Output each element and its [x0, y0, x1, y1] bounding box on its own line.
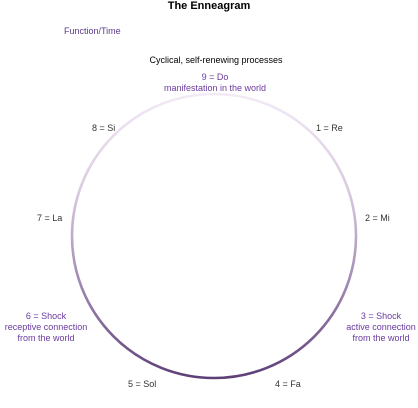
point-3-name: 3 = Shock: [360, 311, 402, 321]
circle-outline: [70, 92, 358, 380]
point-2-label: 2 = Mi: [365, 213, 390, 223]
point-6-description-2: from the world: [17, 333, 75, 343]
point-3-description: active connection: [346, 322, 416, 332]
diagram-subtitle: Function/Time: [64, 26, 121, 36]
point-4-label: 4 = Fa: [275, 379, 301, 389]
point-6-label: 6 = Shock receptive connection from the …: [0, 311, 96, 344]
diagram-title: The Enneagram: [167, 0, 251, 12]
point-7-label: 7 = La: [37, 213, 63, 223]
point-9-description: manifestation in the world: [163, 83, 267, 93]
diagram-tagline: Cyclical, self-renewing processes: [149, 55, 283, 65]
point-5-label: 5 = Sol: [128, 379, 157, 389]
point-6-description: receptive connection: [4, 322, 88, 332]
point-9-name: 9 = Do: [201, 72, 229, 82]
point-8-label: 8 = Si: [92, 123, 116, 133]
point-3-label: 3 = Shock active connection from the wor…: [335, 311, 418, 344]
point-6-name: 6 = Shock: [25, 311, 67, 321]
point-3-description-2: from the world: [352, 333, 410, 343]
point-1-label: 1 = Re: [316, 123, 343, 133]
point-9-label: 9 = Do manifestation in the world: [130, 72, 300, 94]
